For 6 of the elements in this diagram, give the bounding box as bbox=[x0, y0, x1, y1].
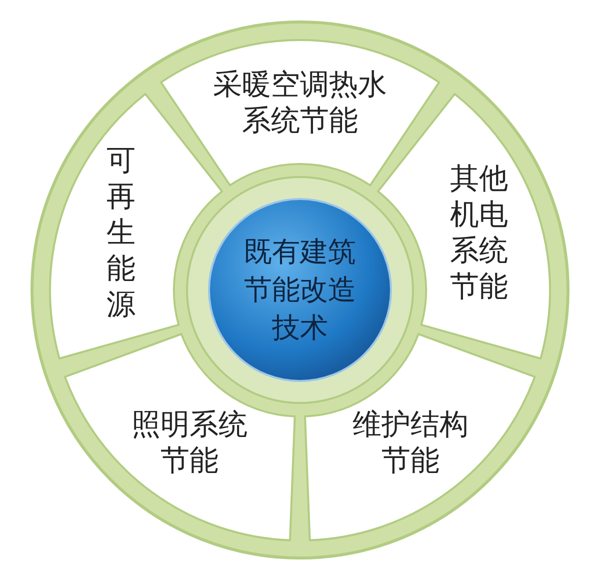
center-title: 既有建筑节能改造技术 bbox=[243, 234, 357, 346]
segment-label: 其他机电系统节能 bbox=[448, 160, 509, 304]
segment-label: 维护结构节能 bbox=[351, 406, 470, 478]
segment-label: 可再生能源 bbox=[106, 142, 137, 322]
segment-label: 采暖空调热水系统节能 bbox=[212, 66, 388, 138]
segment-label: 照明系统节能 bbox=[130, 406, 248, 478]
